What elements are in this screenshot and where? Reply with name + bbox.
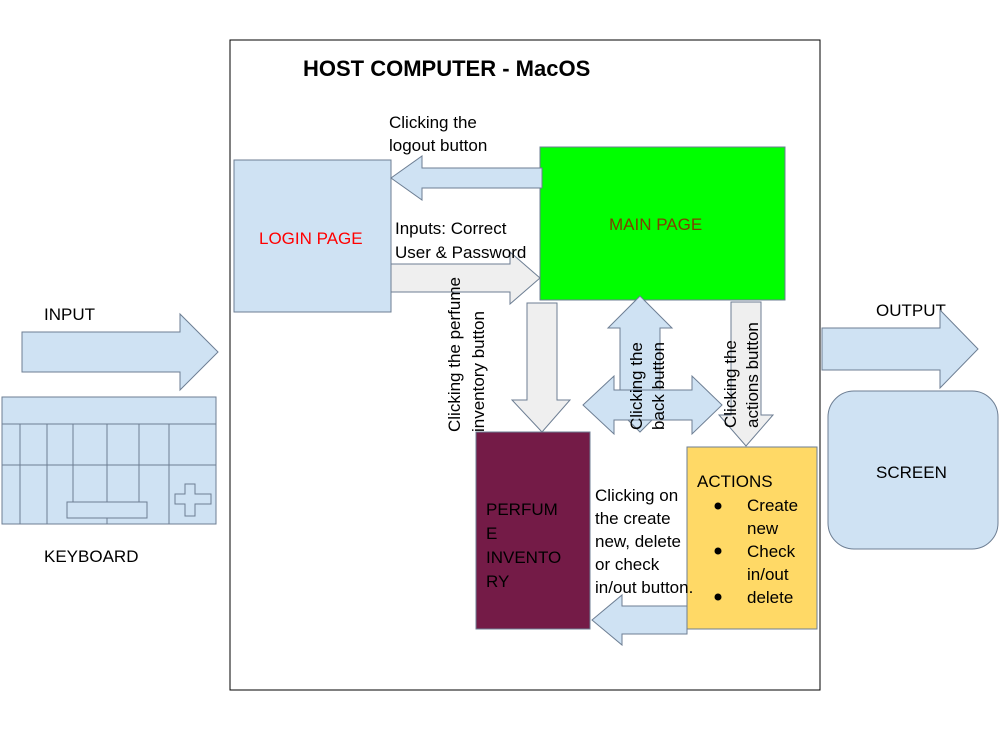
back-button-horizontal-arrow (582, 374, 723, 436)
create-delete-check-label-4: or check (595, 555, 660, 574)
login-inputs-arrow (390, 250, 541, 306)
actions-button-arrow (717, 301, 775, 447)
actions-item-check-1: Check (747, 542, 796, 561)
actions-bullet (714, 593, 722, 601)
create-delete-check-label-2: the create (595, 509, 671, 528)
perfume-inventory-edge-label-1: Clicking the perfume (445, 277, 464, 432)
actions-item-create-2: new (747, 519, 779, 538)
actions-item-create-1: Create (747, 496, 798, 515)
keyboard-label: KEYBOARD (44, 547, 138, 566)
create-delete-check-arrow (591, 593, 688, 647)
input-arrow (21, 312, 219, 392)
actions-bullet (714, 547, 722, 555)
back-button-edge-label-1: Clicking the (627, 342, 646, 430)
output-arrow (821, 308, 979, 390)
actions-button-edge-label-2: actions button (743, 322, 762, 428)
back-button-edge-label-2: back button (649, 342, 668, 430)
perfume-inventory-box (475, 431, 591, 630)
perfume-inventory-label-4: RY (486, 572, 509, 591)
create-delete-check-label-3: new, delete (595, 532, 681, 551)
actions-bullet (714, 502, 722, 510)
perfume-inventory-arrow (510, 302, 572, 433)
create-delete-check-label-1: Clicking on (595, 486, 678, 505)
screen-label: SCREEN (876, 463, 947, 482)
logout-arrow (390, 155, 543, 201)
create-delete-check-label-5: in/out button. (595, 578, 693, 597)
input-label: INPUT (44, 305, 95, 324)
login-page-box (233, 159, 392, 313)
actions-box (686, 446, 818, 630)
login-inputs-label-1: Inputs: Correct (395, 219, 507, 238)
logout-edge-label-2: logout button (389, 136, 487, 155)
main-page-box (539, 146, 786, 301)
actions-button-edge-label-1: Clicking the (721, 340, 740, 428)
diagram-title: HOST COMPUTER - MacOS (303, 56, 590, 81)
actions-item-check-2: in/out (747, 565, 789, 584)
perfume-inventory-label-2: E (486, 524, 497, 543)
login-page-label: LOGIN PAGE (259, 229, 363, 248)
perfume-inventory-label-3: INVENTO (486, 548, 561, 567)
main-page-label: MAIN PAGE (609, 215, 702, 234)
perfume-inventory-edge-label-2: inventory button (469, 311, 488, 432)
output-label: OUTPUT (876, 301, 946, 320)
screen-box (827, 390, 999, 550)
logout-edge-label-1: Clicking the (389, 113, 477, 132)
actions-item-delete: delete (747, 588, 793, 607)
perfume-inventory-label-1: PERFUM (486, 500, 558, 519)
actions-title: ACTIONS (697, 472, 773, 491)
login-inputs-label-2: User & Password (395, 243, 526, 262)
keyboard-icon (1, 396, 217, 525)
